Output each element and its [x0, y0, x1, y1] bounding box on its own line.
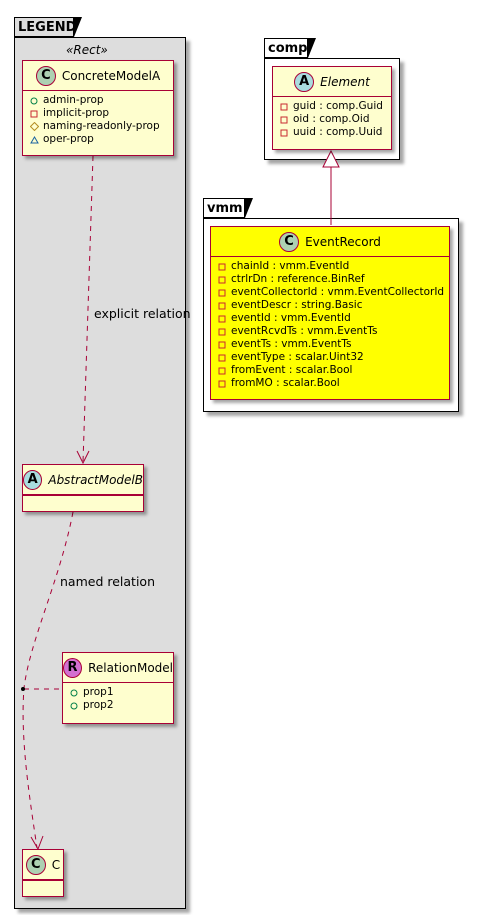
attribute-text: admin-prop	[43, 94, 104, 106]
attribute-row: oper-prop	[29, 133, 173, 146]
private-visibility-icon	[217, 380, 227, 388]
private-visibility-icon	[217, 328, 227, 336]
package-visibility-icon	[29, 135, 39, 144]
named-relation-label: named relation	[60, 574, 155, 589]
attribute-row: uuid : comp.Uuid	[279, 126, 391, 139]
c-class[interactable]: C C	[22, 849, 64, 897]
comp-package-tab: comp	[264, 38, 316, 58]
attribute-row: eventTs : vmm.EventTs	[217, 338, 449, 351]
class-separator	[23, 880, 63, 889]
attribute-row: chainId : vmm.EventId	[217, 260, 449, 273]
class-name: RelationModel	[88, 660, 173, 675]
private-visibility-icon	[217, 315, 227, 323]
legend-package-tab: LEGEND	[14, 17, 82, 37]
attribute-row: implicit-prop	[29, 107, 173, 120]
relation-badge-icon: R	[63, 657, 83, 678]
attribute-row: prop1	[69, 686, 173, 699]
attribute-text: fromEvent : scalar.Bool	[231, 364, 353, 376]
vmm-package-title: vmm	[207, 201, 243, 216]
private-visibility-icon	[217, 367, 227, 375]
class-name: EventRecord	[305, 234, 381, 249]
attribute-text: oid : comp.Oid	[293, 113, 370, 125]
relation-model-class[interactable]: R RelationModel prop1 prop2	[62, 652, 174, 724]
attribute-row: ctrlrDn : reference.BinRef	[217, 273, 449, 286]
attribute-text: fromMO : scalar.Bool	[231, 377, 340, 389]
abstract-badge-icon: A	[294, 71, 315, 92]
vmm-package-tab: vmm	[203, 198, 253, 218]
attribute-row: naming-readonly-prop	[29, 120, 173, 133]
private-visibility-icon	[217, 341, 227, 349]
attribute-row: guid : comp.Guid	[279, 100, 391, 113]
private-visibility-icon	[279, 129, 289, 137]
attribute-text: eventTs : vmm.EventTs	[231, 338, 352, 350]
attribute-text: guid : comp.Guid	[293, 100, 383, 112]
attribute-text: eventRcvdTs : vmm.EventTs	[231, 325, 378, 337]
class-separator	[23, 495, 143, 504]
class-name: Element	[320, 74, 370, 89]
comp-package-title: comp	[268, 41, 308, 56]
explicit-relation-label: explicit relation	[94, 306, 191, 321]
attribute-row: eventType : scalar.Uint32	[217, 351, 449, 364]
attribute-text: prop2	[83, 699, 114, 711]
class-badge-icon: C	[35, 65, 56, 86]
attribute-row: eventRcvdTs : vmm.EventTs	[217, 325, 449, 338]
attribute-row: admin-prop	[29, 94, 173, 107]
attribute-row: eventId : vmm.EventId	[217, 312, 449, 325]
attribute-text: eventDescr : string.Basic	[231, 299, 363, 311]
private-visibility-icon	[29, 110, 39, 118]
protected-visibility-icon	[29, 122, 39, 131]
attribute-text: eventType : scalar.Uint32	[231, 351, 364, 363]
class-name: ConcreteModelA	[61, 68, 161, 83]
attribute-text: naming-readonly-prop	[43, 120, 160, 132]
attribute-text: eventCollectorId : vmm.EventCollectorId	[231, 286, 445, 298]
abstract-badge-icon: A	[23, 469, 43, 490]
attribute-row: eventCollectorId : vmm.EventCollectorId	[217, 286, 449, 299]
private-visibility-icon	[279, 103, 289, 111]
concrete-model-a-class[interactable]: C ConcreteModelA admin-prop implicit-pro…	[22, 60, 174, 156]
public-visibility-icon	[69, 702, 79, 710]
attribute-row: oid : comp.Oid	[279, 113, 391, 126]
attribute-text: eventId : vmm.EventId	[231, 312, 351, 324]
private-visibility-icon	[279, 116, 289, 124]
attribute-text: prop1	[83, 686, 114, 698]
private-visibility-icon	[217, 276, 227, 284]
attribute-text: chainId : vmm.EventId	[231, 260, 350, 272]
class-name: C	[51, 857, 61, 872]
private-visibility-icon	[217, 302, 227, 310]
class-name: AbstractModelB	[48, 472, 143, 487]
class-badge-icon: C	[25, 854, 46, 875]
attribute-text: implicit-prop	[43, 107, 110, 119]
attribute-row: fromEvent : scalar.Bool	[217, 364, 449, 377]
attribute-row: fromMO : scalar.Bool	[217, 377, 449, 390]
legend-package-title: LEGEND	[18, 20, 77, 35]
attribute-list: guid : comp.Guid oid : comp.Oid uuid : c…	[273, 97, 391, 143]
abstract-model-b-class[interactable]: A AbstractModelB	[22, 464, 144, 512]
attribute-list: prop1 prop2	[63, 683, 173, 716]
private-visibility-icon	[217, 263, 227, 271]
attribute-text: uuid : comp.Uuid	[293, 126, 383, 138]
attribute-list: admin-prop implicit-prop naming-readonly…	[23, 91, 173, 150]
private-visibility-icon	[217, 289, 227, 297]
public-visibility-icon	[29, 97, 39, 105]
attribute-row: prop2	[69, 699, 173, 712]
attribute-text: oper-prop	[43, 133, 94, 145]
element-class[interactable]: A Element guid : comp.Guid oid : comp.Oi…	[272, 66, 392, 150]
public-visibility-icon	[69, 689, 79, 697]
legend-stereotype: «Rect»	[66, 43, 108, 57]
attribute-text: ctrlrDn : reference.BinRef	[231, 273, 365, 285]
class-badge-icon: C	[279, 231, 300, 252]
attribute-row: eventDescr : string.Basic	[217, 299, 449, 312]
private-visibility-icon	[217, 354, 227, 362]
